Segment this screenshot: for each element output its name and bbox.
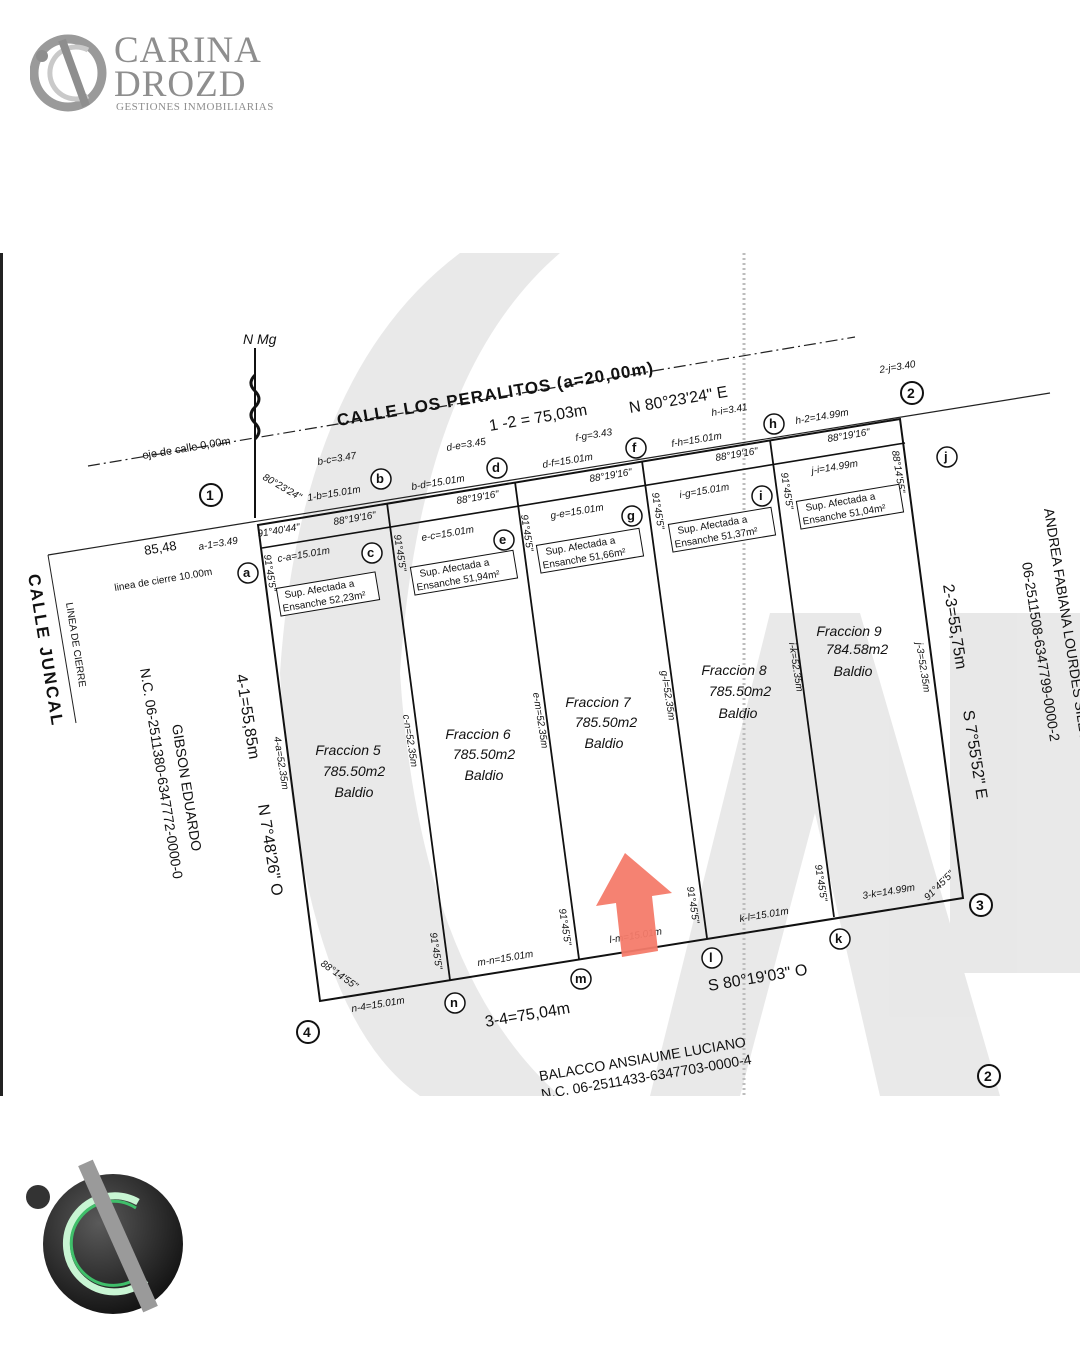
plan-left-border	[0, 253, 3, 1096]
angle-k: 91°45'5"	[812, 864, 829, 903]
angle-i-lot: 91°45'5"	[778, 472, 795, 511]
neighbor-bottom-mark: 2	[984, 1068, 992, 1084]
lot-9-name: Fraccion 9	[816, 623, 882, 639]
dim-2-j: 2-j=3.40	[878, 359, 917, 376]
north-arrow: N Mg	[243, 331, 277, 518]
angle-m: 91°45'5"	[556, 908, 573, 947]
dim-g-l: g-l=52.35m	[658, 670, 677, 721]
lot-8-name: Fraccion 8	[701, 662, 767, 678]
point-e: e	[499, 532, 506, 547]
lot-dividers	[386, 439, 835, 981]
dim-f-g: f-g=3.43	[575, 427, 614, 444]
point-markers: a b c d e f g h i j k l m n	[237, 413, 958, 1014]
watermark	[280, 253, 1080, 1096]
lot-8-area: 785.50m2	[709, 683, 771, 699]
lot-6-status: Baldio	[465, 767, 504, 783]
street-axis-line	[87, 336, 856, 467]
left-length: 4-1=55,85m	[232, 673, 262, 760]
angle-1: 80°23'24"	[261, 472, 304, 503]
vertex-3: 3	[976, 897, 984, 913]
left-bearing: N 7°48'26" O	[254, 803, 285, 897]
point-a: a	[243, 565, 251, 580]
point-n: n	[450, 995, 458, 1010]
street-axis-label: eje de calle 0,00m	[142, 435, 232, 462]
closing-line	[47, 554, 77, 724]
point-f: f	[632, 440, 637, 455]
brand-tagline: GESTIONES INMOBILIARIAS	[116, 101, 274, 113]
lot-5-area: 785.50m2	[323, 763, 385, 779]
lot-8: Fraccion 8 785.50m2 Baldio	[701, 662, 771, 721]
brand-logo: CARINA DROZD GESTIONES INMOBILIARIAS	[30, 28, 273, 123]
street-edge-line	[47, 392, 1051, 556]
lot-9-status: Baldio	[834, 663, 873, 679]
vertex-2: 2	[907, 385, 915, 401]
point-c: c	[367, 545, 374, 560]
dim-d-e: d-e=3.45	[446, 436, 487, 453]
point-g: g	[627, 508, 635, 523]
dim-e-c: e-c=15.01m	[421, 524, 475, 544]
lot-labels: Fraccion 5 785.50m2 Baldio Fraccion 6 78…	[315, 623, 888, 800]
brand-line-1: CARINA	[114, 30, 262, 71]
dim-m-n: m-n=15.01m	[477, 949, 534, 969]
dim-a-1: a-1=3.49	[198, 535, 239, 552]
side-street-name: CALLE JUNCAL	[24, 573, 67, 728]
dim-j-i: j-i=14.99m	[809, 458, 859, 477]
point-k: k	[835, 931, 843, 946]
closing-line-label: LINEA DE CIERRE	[63, 602, 87, 689]
dim-j-3: j-3=52.35m	[913, 640, 932, 693]
angle-l: 91°45'5"	[684, 886, 701, 925]
widening-boxes: Sup. Afectada a Ensanche 52,23m² Sup. Af…	[275, 483, 905, 617]
bottom-length: 3-4=75,04m	[484, 1000, 571, 1031]
point-j: j	[943, 449, 948, 464]
dim-h-2: h-2=14.99m	[795, 407, 850, 427]
cd-emblem-icon	[18, 1152, 188, 1322]
lot-5: Fraccion 5 785.50m2 Baldio	[315, 742, 385, 800]
north-label: N Mg	[243, 331, 277, 347]
closing-line-note: linea de cierre 10.00m	[114, 567, 213, 594]
side-length: 85,48	[143, 538, 178, 558]
angle-e-lot: 91°45'5"	[518, 514, 535, 553]
cd-monogram-icon	[30, 34, 107, 112]
vertex-1: 1	[206, 487, 214, 503]
vertex-markers: 1 2 3 4	[199, 381, 993, 1044]
lot-7-status: Baldio	[585, 735, 624, 751]
survey-plan: N Mg CALLE LOS PERALITOS (a=20,00m) eje …	[0, 253, 1080, 1096]
lot-5-status: Baldio	[335, 784, 374, 800]
dim-i-g: i-g=15.01m	[679, 482, 730, 501]
point-h: h	[769, 416, 777, 431]
dim-g-e: g-e=15.01m	[550, 502, 605, 522]
vertex-4: 4	[303, 1024, 311, 1040]
angle-labels: 80°23'24" 91°40'44" 88°19'16" 88°19'16" …	[257, 427, 957, 992]
dim-h-i: h-i=3.41	[711, 402, 749, 419]
lot-7: Fraccion 7 785.50m2 Baldio	[565, 694, 637, 751]
top-length: 1 -2 = 75,03m	[488, 402, 589, 435]
point-l: l	[709, 950, 713, 965]
lot-6: Fraccion 6 785.50m2 Baldio	[445, 726, 515, 783]
lot-7-name: Fraccion 7	[565, 694, 632, 710]
point-d: d	[492, 460, 500, 475]
brand-line-2: DROZD	[114, 64, 247, 105]
lot-9: Fraccion 9 784.58m2 Baldio	[816, 623, 888, 679]
lot-6-name: Fraccion 6	[445, 726, 511, 742]
lot-5-name: Fraccion 5	[315, 742, 381, 758]
lot-9-area: 784.58m2	[826, 641, 888, 657]
lot-6-area: 785.50m2	[453, 746, 515, 762]
point-i: i	[759, 488, 763, 503]
lot-8-status: Baldio	[719, 705, 758, 721]
arrow-up-icon	[596, 853, 672, 957]
point-m: m	[575, 971, 587, 986]
widening-line	[261, 442, 906, 549]
lot-7-area: 785.50m2	[575, 714, 637, 730]
parcel-outline	[256, 417, 965, 1003]
point-b: b	[376, 471, 384, 486]
